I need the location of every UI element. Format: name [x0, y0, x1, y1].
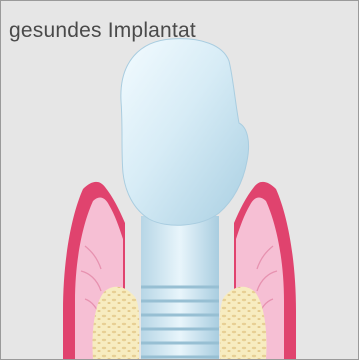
implant-crown: [121, 39, 249, 226]
implant-screw: [141, 216, 219, 359]
